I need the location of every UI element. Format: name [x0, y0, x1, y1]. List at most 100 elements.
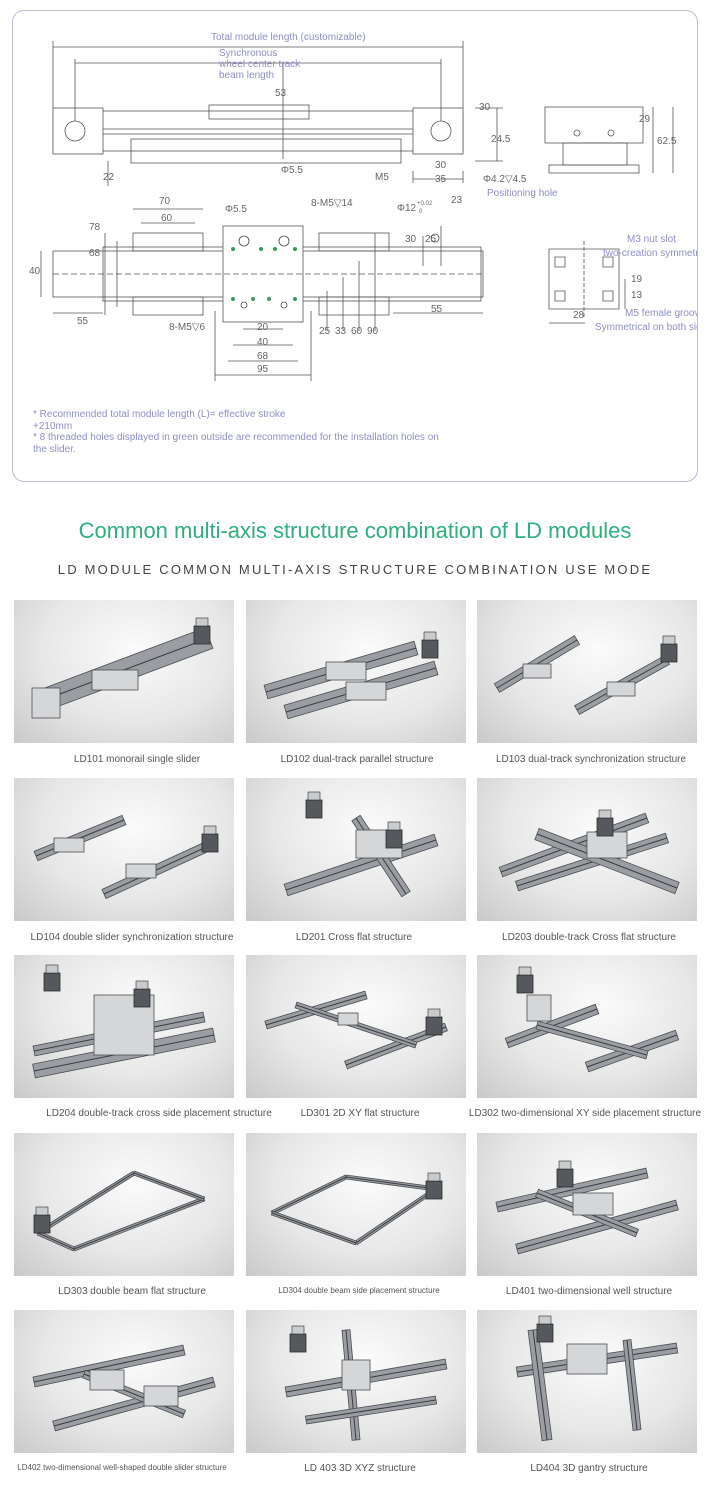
dim-90: 90	[367, 326, 379, 337]
motor-icon	[596, 809, 614, 837]
cross-side-module-icon	[32, 964, 216, 1079]
slider-block	[53, 837, 85, 853]
product-image-12	[477, 1133, 697, 1276]
xy-flat-frame-icon	[264, 990, 448, 1070]
dim-55b: 55	[431, 304, 443, 315]
slider-block	[89, 1369, 125, 1391]
dim-phi42: Φ4.2▽4.5	[483, 174, 527, 185]
rail-beam	[345, 1174, 437, 1192]
dim-68b: 68	[257, 351, 269, 362]
double-beam-frame-icon	[33, 1170, 206, 1252]
motor-icon	[305, 791, 323, 819]
dim-24-5: 24.5	[491, 134, 511, 145]
slider-block	[566, 1343, 608, 1375]
rail-beam	[495, 1167, 649, 1213]
product-caption-14: LD 403 3D XYZ structure	[304, 1463, 416, 1474]
product-image-9	[477, 955, 697, 1098]
motor-icon	[536, 1315, 554, 1343]
callout-two-creation-symmetry: two-creation symmetry	[603, 248, 698, 259]
section-subtitle: LD MODULE COMMON MULTI-AXIS STRUCTURE CO…	[57, 562, 653, 577]
rail-beam	[72, 1196, 206, 1252]
product-caption-3: LD103 dual-track synchronization structu…	[495, 754, 687, 765]
product-image-7	[14, 955, 234, 1098]
dim-tol-top: +0.02	[417, 201, 433, 207]
dim-35: 35	[435, 174, 447, 185]
slider-block	[345, 681, 387, 701]
slider-block	[91, 669, 139, 691]
slider-block	[325, 661, 367, 681]
well-frame-icon	[495, 1160, 679, 1255]
product-caption-6: LD203 double-track Cross flat structure	[502, 932, 676, 943]
rail-beam	[36, 1230, 76, 1252]
product-image-8	[246, 955, 466, 1098]
product-image-11	[246, 1133, 466, 1276]
dim-phi55-b: Φ5.5	[225, 204, 247, 215]
product-image-2	[246, 600, 466, 743]
dim-25b: 25	[319, 326, 331, 337]
callout-sync-1: Synchronous	[219, 48, 278, 59]
motor-icon	[421, 631, 439, 659]
callout-positioning-hole: Positioning hole	[487, 188, 558, 199]
product-caption-8: LD301 2D XY flat structure	[300, 1108, 420, 1119]
dim-33: 33	[335, 326, 347, 337]
note-line-1: * Recommended total module length (L)= e…	[33, 409, 286, 420]
note-line-2: +210mm	[33, 420, 73, 432]
dim-55a: 55	[77, 316, 89, 327]
dim-40b: 40	[257, 337, 269, 348]
product-caption-15: LD404 3D gantry structure	[530, 1463, 648, 1474]
product-caption-2: LD102 dual-track parallel structure	[280, 754, 434, 765]
product-image-10	[14, 1133, 234, 1276]
dim-40: 40	[29, 266, 41, 277]
dim-70: 70	[159, 196, 171, 207]
callout-sync-2: wheel center track	[219, 59, 301, 70]
motor-icon	[193, 617, 211, 645]
motor-icon	[133, 980, 151, 1008]
slider-block	[522, 663, 552, 679]
rail-beam	[535, 1020, 649, 1060]
product-image-5	[246, 778, 466, 921]
dim-m5: M5	[375, 172, 389, 183]
dim-19: 19	[631, 274, 643, 285]
product-caption-7: LD204 double-track cross side placement …	[46, 1108, 272, 1119]
product-caption-9: LD302 two-dimensional XY side placement …	[468, 1108, 702, 1119]
callout-symmetrical: Symmetrical on both sides	[595, 322, 697, 333]
motor-icon	[556, 1160, 574, 1188]
slider-block	[143, 1385, 179, 1407]
dim-28: 28	[573, 310, 585, 321]
dim-23: 23	[451, 195, 463, 206]
end-cap	[31, 687, 61, 719]
xyz-gantry-icon	[284, 1325, 448, 1441]
product-image-3	[477, 600, 697, 743]
motor-icon	[289, 1325, 307, 1353]
callout-m3-nut-slot: M3 nut slot	[627, 234, 676, 245]
dim-68: 68	[89, 248, 101, 259]
dim-53: 53	[275, 88, 287, 99]
rail-beam	[270, 1210, 358, 1246]
slider-block	[337, 1012, 359, 1026]
dim-phi12: Φ12	[397, 203, 417, 214]
note-line-4: the slider.	[33, 443, 76, 455]
product-image-15	[477, 1310, 697, 1453]
dim-25a: 25	[425, 234, 437, 245]
slider-block	[526, 994, 552, 1022]
xy-side-frame-icon	[504, 966, 680, 1073]
rail-beam	[32, 1344, 186, 1388]
double-track-cross-module-icon	[498, 809, 680, 895]
dim-60b: 60	[351, 326, 363, 337]
motor-icon	[660, 635, 678, 663]
rail-beam	[304, 1395, 438, 1425]
dim-95: 95	[257, 364, 269, 375]
gantry-frame-icon	[515, 1315, 679, 1442]
rail-beam	[354, 1186, 438, 1246]
product-caption-12: LD401 two-dimensional well structure	[505, 1286, 673, 1297]
dim-8-m5-14: 8-M5▽14	[311, 198, 353, 209]
single-rail-module-icon	[31, 617, 214, 719]
dim-22: 22	[103, 172, 115, 183]
motor-icon	[385, 821, 403, 849]
dim-30c: 30	[405, 234, 417, 245]
dim-20: 20	[257, 322, 269, 333]
dim-30a: 30	[479, 102, 491, 113]
note-line-3: * 8 threaded holes displayed in green ou…	[33, 432, 439, 443]
rail-beam	[132, 1170, 206, 1202]
section-title: Common multi-axis structure combination …	[78, 518, 632, 543]
